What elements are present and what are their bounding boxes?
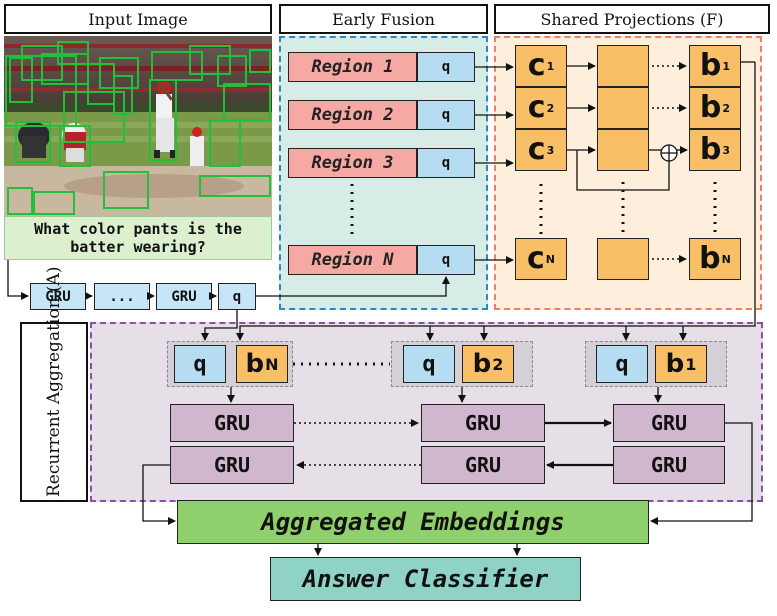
region-1-q-label: q <box>441 59 451 75</box>
b1-sub: 1 <box>722 59 731 73</box>
region-3-q-label: q <box>441 155 451 171</box>
forward-gru-2-label: GRU <box>464 411 502 435</box>
backward-gru-3: GRU <box>613 446 725 484</box>
bn-sub: N <box>721 252 731 266</box>
region-n-q: q <box>417 245 475 275</box>
question-embedding-q-label: q <box>232 288 242 305</box>
forward-gru-3: GRU <box>613 404 725 442</box>
forward-gru-2: GRU <box>421 404 545 442</box>
pair-1-b-sub: 1 <box>685 354 697 374</box>
region-2-label: Region 2 <box>311 105 394 125</box>
region-1-q: q <box>417 52 475 82</box>
pair-n-b-main: b <box>245 349 265 379</box>
c2-main: c <box>527 90 546 125</box>
cn-main: c <box>526 241 545 276</box>
pair-2-b-main: b <box>472 349 492 379</box>
pair-2-b-sub: 2 <box>492 354 504 374</box>
early-fusion-header: Early Fusion <box>279 4 488 34</box>
b3-main: b <box>699 132 722 167</box>
region-n-label: Region N <box>311 250 394 270</box>
region-3-label: Region 3 <box>311 153 394 173</box>
forward-gru-1-label: GRU <box>213 411 251 435</box>
b1-main: b <box>699 48 722 83</box>
mid-2-box <box>597 87 649 129</box>
question-embedding-q: q <box>218 283 256 310</box>
question-gru-2-label: GRU <box>171 288 197 305</box>
mid-1-box <box>597 45 649 87</box>
aggregated-embeddings-box: Aggregated Embeddings <box>177 500 649 544</box>
backward-gru-2-label: GRU <box>464 453 502 477</box>
c3-main: c <box>527 132 546 167</box>
region-1-box: Region 1 <box>288 52 417 82</box>
forward-gru-1: GRU <box>170 404 294 442</box>
shared-projections-title: Shared Projections (F) <box>540 9 724 29</box>
pair-n-q-label: q <box>193 351 207 377</box>
pair-n-b-sub: N <box>265 354 279 374</box>
c1-main: c <box>527 48 546 83</box>
c3-sub: 3 <box>546 143 555 157</box>
b3-sub: 3 <box>722 143 731 157</box>
forward-gru-3-label: GRU <box>650 411 688 435</box>
baseball-scene <box>4 36 272 216</box>
region-2-box: Region 2 <box>288 100 417 130</box>
pair-1-q: q <box>596 345 648 383</box>
pair-1-b-main: b <box>665 349 685 379</box>
answer-classifier-label: Answer Classifier <box>302 565 549 593</box>
question-box: What color pants is the batter wearing? <box>4 216 272 260</box>
pair-n-q: q <box>174 345 226 383</box>
c1-sub: 1 <box>546 59 555 73</box>
pair-2-q: q <box>403 345 455 383</box>
b2-sub: 2 <box>722 101 731 115</box>
recurrent-aggregation-header: Recurrent Aggregation (A) <box>20 267 88 502</box>
pair-1-q-label: q <box>615 351 629 377</box>
plus-circle-icon <box>660 144 678 162</box>
bn-main: b <box>699 241 721 276</box>
backward-gru-2: GRU <box>421 446 545 484</box>
region-3-q: q <box>417 148 475 178</box>
region-2-q-label: q <box>441 107 451 123</box>
region-2-q: q <box>417 100 475 130</box>
pair-2-q-label: q <box>422 351 436 377</box>
input-image-title: Input Image <box>88 9 188 29</box>
region-3-box: Region 3 <box>288 148 417 178</box>
answer-classifier-box: Answer Classifier <box>270 557 581 601</box>
backward-gru-3-label: GRU <box>650 453 688 477</box>
mid-3-box <box>597 129 649 171</box>
question-gru-1: GRU <box>30 283 86 310</box>
region-1-label: Region 1 <box>311 57 394 77</box>
backward-gru-1: GRU <box>170 446 294 484</box>
early-fusion-title: Early Fusion <box>332 9 435 29</box>
input-photo <box>4 36 272 216</box>
shared-projections-header: Shared Projections (F) <box>494 4 770 34</box>
question-text: What color pants is the batter wearing? <box>34 220 242 256</box>
question-gru-ellipsis: ... <box>94 283 150 310</box>
question-gru-ellipsis-label: ... <box>109 288 135 305</box>
c2-sub: 2 <box>546 101 555 115</box>
backward-gru-1-label: GRU <box>213 453 251 477</box>
question-gru-2: GRU <box>156 283 212 310</box>
b2-main: b <box>699 90 722 125</box>
cn-sub: N <box>545 252 555 266</box>
question-gru-1-label: GRU <box>45 288 71 305</box>
region-n-box: Region N <box>288 245 417 275</box>
aggregated-embeddings-label: Aggregated Embeddings <box>261 508 565 536</box>
region-n-q-label: q <box>441 252 451 268</box>
mid-n-box <box>597 238 649 280</box>
input-image-header: Input Image <box>4 4 272 34</box>
